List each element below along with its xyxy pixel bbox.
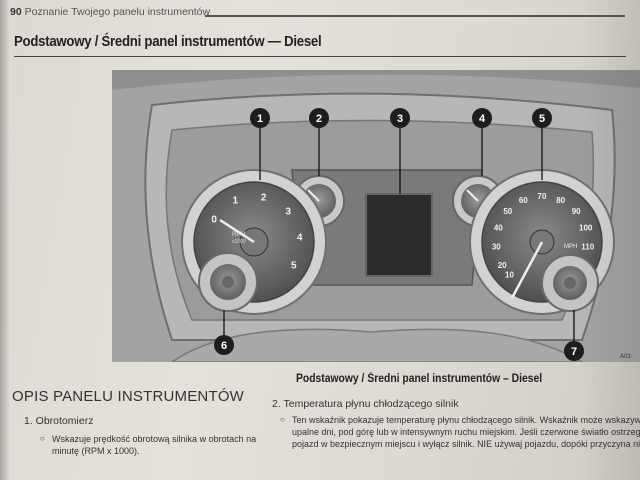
item-2-line-1: Ten wskaźnik pokazuje temperaturę płynu … bbox=[292, 415, 640, 425]
tach-tick-4: 4 bbox=[297, 233, 303, 244]
speed-tick-7: 90 bbox=[572, 207, 581, 216]
bullet-line-2: minutę (RPM x 1000). bbox=[52, 446, 140, 456]
callout-1-number: 1 bbox=[257, 113, 263, 125]
item-2-bullet: ○ Ten wskaźnik pokazuje temperaturę płyn… bbox=[272, 414, 640, 450]
speed-unit-label: MPH bbox=[564, 244, 577, 250]
callout-2-number: 2 bbox=[316, 113, 322, 125]
running-header: 90 Poznanie Twojego panelu instrumentów bbox=[10, 6, 630, 22]
figure-caption: Podstawowy / Średni panel instrumentów –… bbox=[296, 373, 543, 385]
speed-tick-6: 80 bbox=[556, 196, 565, 205]
right-column: 2. Temperatura płynu chłodzącego silnik … bbox=[272, 398, 640, 450]
bullet-mark-2: ○ bbox=[280, 415, 285, 424]
tach-rpm-label: RPM bbox=[232, 232, 245, 238]
item-2-title: 2. Temperatura płynu chłodzącego silnik bbox=[272, 398, 459, 410]
callout-3-number: 3 bbox=[397, 113, 403, 125]
tach-needle bbox=[219, 218, 255, 244]
item-2-line-3: pojazd w bezpiecznym miejscu i wyłącz si… bbox=[292, 439, 640, 449]
speed-low-tick-0: 10 bbox=[505, 270, 514, 279]
left-column: OPIS PANELU INSTRUMENTÓW 1. Obrotomierz … bbox=[12, 388, 262, 457]
coolant-needle bbox=[307, 189, 320, 202]
bullet-line-1: Wskazuje prędkość obrotową silnika w obr… bbox=[52, 434, 257, 444]
item-2-line-2: upalne dni, pod górę lub w intensywnym r… bbox=[292, 427, 640, 437]
callout-6-number: 6 bbox=[221, 340, 227, 352]
speed-tick-1: 30 bbox=[492, 243, 501, 252]
tach-tick-5: 5 bbox=[291, 261, 297, 272]
fuel-needle bbox=[466, 189, 479, 202]
page-heading: Podstawowy / Średni panel instrumentów —… bbox=[14, 33, 322, 50]
image-code: A03 bbox=[620, 354, 631, 360]
speed-tick-0: 20 bbox=[498, 261, 507, 270]
tach-x1000-label: x1000 bbox=[232, 239, 246, 245]
speed-tick-8: 100 bbox=[579, 224, 593, 233]
callout-7-number: 7 bbox=[571, 346, 577, 358]
sub-gauge-6-hub bbox=[222, 276, 234, 288]
callout-4-number: 4 bbox=[479, 113, 486, 125]
section-title: OPIS PANELU INSTRUMENTÓW bbox=[12, 388, 245, 405]
bullet-mark: ○ bbox=[40, 434, 45, 443]
speed-tick-3: 50 bbox=[503, 207, 512, 216]
tach-tick-2: 2 bbox=[261, 193, 267, 204]
binding-shadow bbox=[0, 0, 10, 480]
speed-tick-2: 40 bbox=[494, 224, 503, 233]
callout-4: 4 bbox=[472, 108, 492, 128]
speed-tick-5: 70 bbox=[538, 192, 547, 201]
tach-tick-1: 1 bbox=[233, 196, 239, 207]
callout-6: 6 bbox=[214, 335, 234, 355]
heading-rule bbox=[14, 56, 626, 58]
callout-3: 3 bbox=[390, 108, 410, 128]
tach-tick-3: 3 bbox=[285, 207, 291, 218]
callout-1: 1 bbox=[250, 108, 270, 128]
callout-5-number: 5 bbox=[539, 113, 545, 125]
center-display bbox=[365, 193, 433, 277]
speed-tick-4: 60 bbox=[519, 196, 528, 205]
running-title: Poznanie Twojego panelu instrumentów bbox=[24, 6, 211, 18]
item-1-title: 1. Obrotomierz bbox=[24, 415, 94, 427]
sub-gauge-7-hub bbox=[564, 277, 576, 289]
tach-tick-0: 0 bbox=[211, 215, 217, 226]
callout-5: 5 bbox=[532, 108, 552, 128]
header-rule bbox=[205, 15, 625, 17]
speed-tick-9: 110 bbox=[581, 243, 594, 252]
callout-7: 7 bbox=[564, 341, 584, 361]
page-number: 90 bbox=[10, 6, 22, 18]
item-1-bullet: ○ Wskazuje prędkość obrotową silnika w o… bbox=[12, 433, 262, 457]
tachometer-tick-labels: 0 1 2 3 4 5 bbox=[211, 193, 303, 272]
speed-needle bbox=[510, 241, 544, 299]
callout-2: 2 bbox=[309, 108, 329, 128]
